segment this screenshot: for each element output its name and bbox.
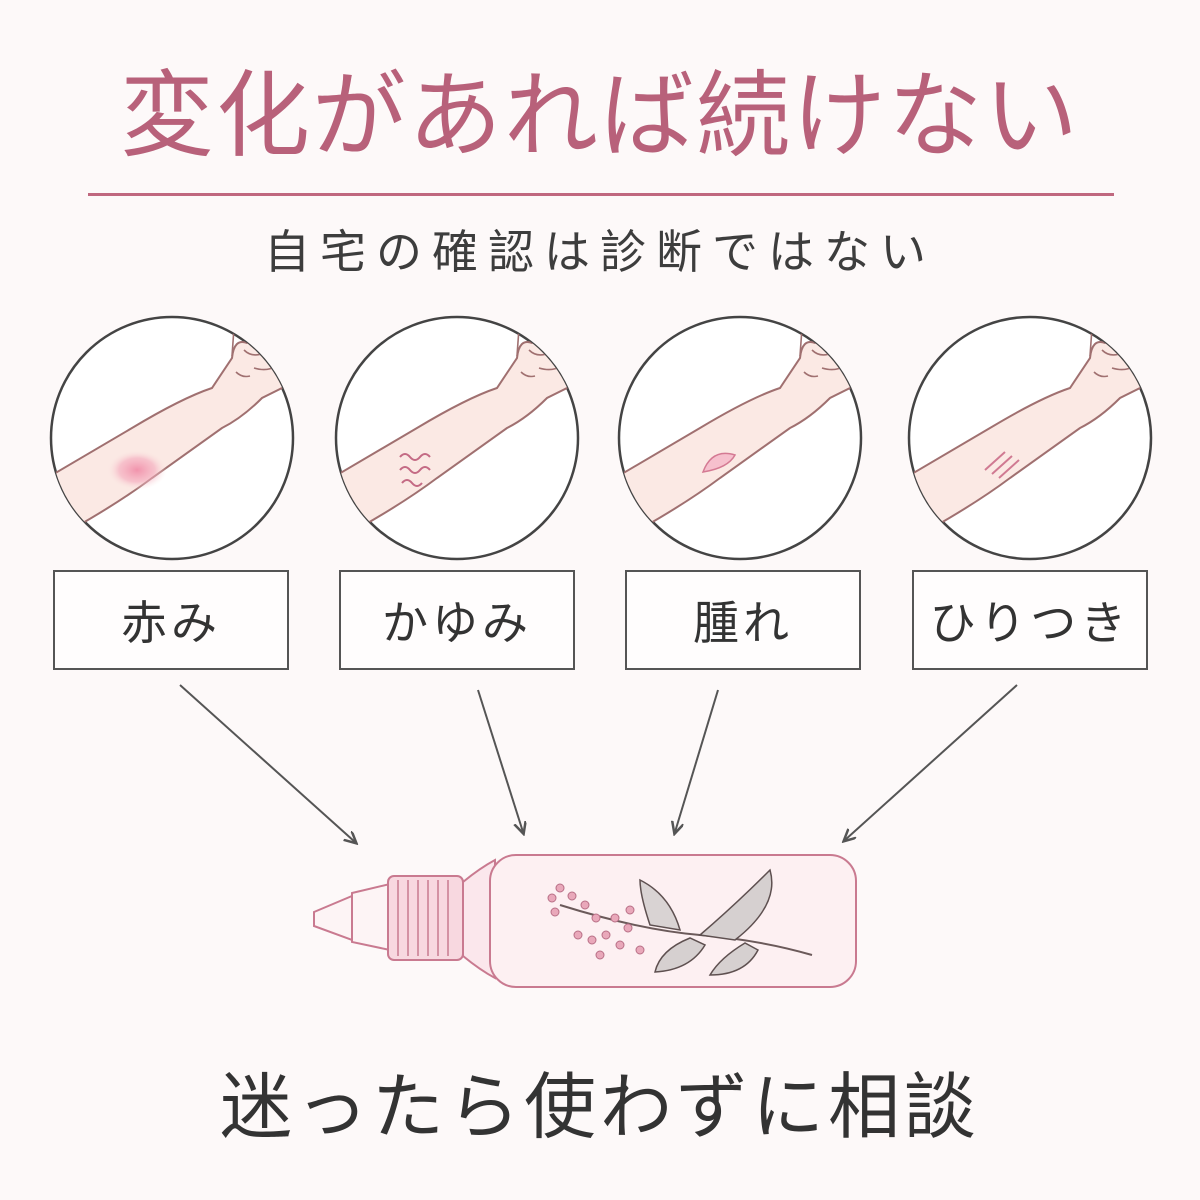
main-title: 変化があれば続けない bbox=[119, 62, 1080, 171]
arrows bbox=[179, 684, 1018, 842]
symptom-illustration-stinging bbox=[907, 315, 1153, 561]
symptom-illustration-swelling bbox=[617, 315, 863, 561]
symptom-label-itching: かゆみ bbox=[339, 570, 575, 670]
symptom-illustration-redness bbox=[49, 315, 295, 561]
subtitle: 自宅の確認は診断ではない bbox=[264, 225, 936, 279]
symptom-label-swelling: 腫れ bbox=[625, 570, 861, 670]
footer-message: 迷ったら使わずに相談 bbox=[219, 1065, 980, 1149]
arrow-redness bbox=[179, 684, 355, 842]
arrow-stinging bbox=[845, 684, 1018, 840]
symptom-label-stinging: ひりつき bbox=[912, 570, 1148, 670]
arrow-itching bbox=[477, 689, 523, 832]
arrow-swelling bbox=[675, 689, 719, 832]
title-divider bbox=[88, 193, 1114, 196]
symptom-label-redness: 赤み bbox=[53, 570, 289, 670]
product-bottle-illustration bbox=[313, 854, 857, 988]
symptom-illustration-itching bbox=[334, 315, 580, 561]
